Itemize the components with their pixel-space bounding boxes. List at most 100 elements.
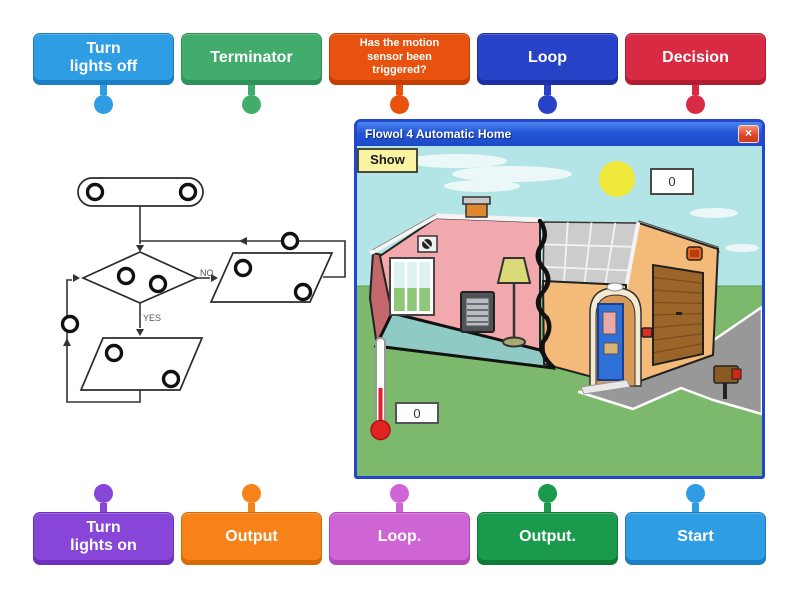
card-label: Turn lights on (70, 519, 137, 554)
flowchart-diagram: NO YES (60, 177, 346, 403)
gable-fascia (623, 222, 640, 295)
drop-target-decision-1[interactable] (116, 266, 136, 286)
pin-stem (248, 503, 255, 512)
drop-target-terminator-1[interactable] (85, 182, 105, 202)
garage-door (652, 263, 704, 367)
drop-target-bottom-output-2[interactable] (161, 369, 181, 389)
gable-vent (686, 246, 703, 261)
label-slot: Loop. (329, 484, 470, 565)
label-slot: Turn lights off (33, 33, 174, 114)
card-pin (242, 85, 261, 114)
label-slot: Turn lights on (33, 484, 174, 565)
card-motion-sensor-question[interactable]: Has the motion sensor been triggered? (329, 33, 470, 85)
decision-diamond (80, 251, 200, 304)
doorbell-sensor (641, 327, 653, 338)
label-slot: Has the motion sensor been triggered? (329, 33, 470, 114)
window-client-area: 0 0 Show (357, 146, 762, 476)
card-turn-lights-off[interactable]: Turn lights off (33, 33, 174, 85)
yes-branch-label: YES (143, 313, 161, 323)
card-output[interactable]: Output (181, 512, 322, 565)
card-decision[interactable]: Decision (625, 33, 766, 85)
house-illustration: 0 0 (357, 146, 762, 476)
card-label: Output. (519, 528, 576, 546)
card-label: Output (225, 528, 278, 546)
output-parallelogram-bottom (79, 337, 204, 391)
connector-bottom-loop (66, 279, 141, 403)
card-label: Turn lights off (69, 39, 138, 75)
pin-stem (544, 503, 551, 512)
drop-target-terminator-2[interactable] (178, 182, 198, 202)
drop-target-decision-2[interactable] (148, 274, 168, 294)
card-label: Has the motion sensor been triggered? (359, 36, 440, 77)
label-slot: Start (625, 484, 766, 565)
clouds (407, 154, 759, 252)
card-loop[interactable]: Loop (477, 33, 618, 85)
sun-value-box: 0 (650, 168, 694, 195)
arrowhead-right (73, 274, 80, 282)
card-output-dot[interactable]: Output. (477, 512, 618, 565)
pin-stem (100, 85, 107, 95)
pin-dot (390, 95, 409, 114)
heater (460, 291, 495, 333)
card-pin (390, 484, 409, 512)
doorstep (580, 379, 631, 395)
drop-target-right-output-1[interactable] (233, 258, 253, 278)
no-branch-label: NO (200, 268, 214, 278)
pin-dot (686, 95, 705, 114)
pin-dot (538, 95, 557, 114)
pin-dot (538, 484, 557, 503)
card-loop-dot[interactable]: Loop. (329, 512, 470, 565)
pin-stem (396, 503, 403, 512)
card-label: Terminator (210, 48, 293, 66)
output-parallelogram-right (209, 252, 334, 303)
pin-stem (544, 85, 551, 95)
card-pin (390, 85, 409, 114)
pin-dot (686, 484, 705, 503)
label-slot: Output (181, 484, 322, 565)
roof-ridge (433, 213, 544, 223)
arch-keystone (606, 282, 624, 292)
temp-value: 0 (413, 406, 420, 421)
card-pin (686, 484, 705, 512)
window-titlebar: Flowol 4 Automatic Home × (357, 122, 762, 146)
pin-dot (242, 95, 261, 114)
show-button[interactable]: Show (357, 148, 418, 173)
sun-icon (599, 161, 635, 197)
label-slot: Loop (477, 33, 618, 114)
card-label: Loop. (377, 528, 422, 546)
card-terminator[interactable]: Terminator (181, 33, 322, 85)
interior-window (389, 257, 435, 316)
thermometer (370, 337, 391, 441)
floor-lamp (496, 257, 532, 348)
card-start[interactable]: Start (625, 512, 766, 565)
pin-dot (94, 95, 113, 114)
house (368, 196, 720, 395)
drop-target-left-line[interactable] (60, 314, 80, 334)
terminator-shape (77, 177, 204, 207)
label-slot: Decision (625, 33, 766, 114)
pin-stem (692, 85, 699, 95)
drop-target-bottom-output-1[interactable] (104, 343, 124, 363)
card-label: Start (677, 528, 714, 546)
arrowhead-right (211, 274, 218, 282)
pin-dot (242, 484, 261, 503)
card-turn-lights-on[interactable]: Turn lights on (33, 512, 174, 565)
label-slot: Terminator (181, 33, 322, 114)
drop-target-right-output-2[interactable] (293, 282, 313, 302)
card-pin (242, 484, 261, 512)
sun-value: 0 (668, 174, 675, 189)
chimney (462, 196, 491, 218)
card-pin (94, 85, 113, 114)
pin-stem (692, 503, 699, 512)
arrowhead-down (136, 329, 144, 336)
front-door (597, 303, 624, 381)
close-button[interactable]: × (738, 125, 759, 143)
card-pin (94, 484, 113, 512)
wall-vent (417, 235, 438, 253)
drop-target-loop-line[interactable] (280, 231, 300, 251)
arrowhead-down (136, 245, 144, 252)
temp-value-box: 0 (395, 402, 439, 424)
card-label: Decision (662, 48, 729, 66)
pin-stem (248, 85, 255, 95)
flowol-window: Flowol 4 Automatic Home × (354, 119, 765, 479)
